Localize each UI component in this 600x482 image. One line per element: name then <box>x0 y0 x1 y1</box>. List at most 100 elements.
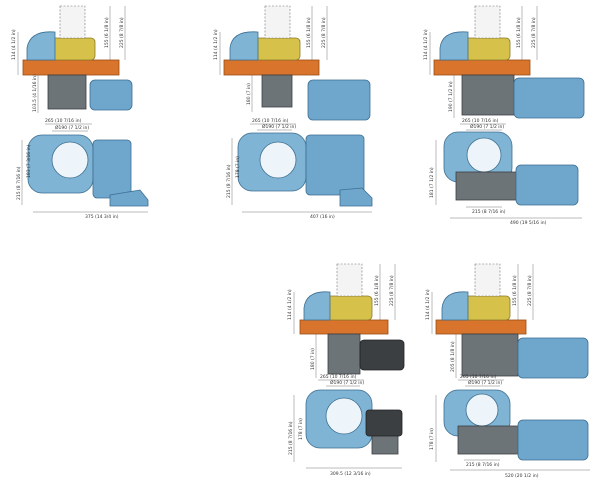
drum-cap <box>59 5 86 39</box>
gypsy-arm <box>303 291 331 321</box>
side-view: 114 (4 1/2 in) 155 (6 1/8 in) 225 (8 7/8… <box>213 5 371 121</box>
gypsy-arm <box>229 31 259 61</box>
dim-top-4: 183 (7 3/16 in) <box>26 144 32 178</box>
drum-cap <box>474 263 501 297</box>
gearbox <box>327 333 361 375</box>
dim-side-4: 180 (7 in) <box>310 348 316 370</box>
motor-foot <box>339 187 373 207</box>
dim-top-3: 215 (8 7/16 in) <box>226 164 232 198</box>
dim-side-2: 155 (6 1/8 in) <box>374 275 380 306</box>
dim-side-4: 205 (8 1/8 in) <box>450 341 456 372</box>
motor <box>513 77 585 119</box>
deck-plate <box>223 59 320 76</box>
dim-side-2: 155 (6 1/8 in) <box>104 17 110 48</box>
dim-top-5: 375 (14 3/4 in) <box>85 214 119 220</box>
windlass-1: 114 (4 1/2 in) 155 (6 1/8 in) 225 (8 7/8… <box>11 5 149 220</box>
top-view: 265 (10 7/16 in) Ø190 (7 1/2 in) 215 (8 … <box>429 374 590 479</box>
motor-top <box>515 164 579 206</box>
drum-cap <box>474 5 501 39</box>
gearbox <box>47 74 87 110</box>
dim-top-1: 265 (10 7/16 in) <box>45 118 82 124</box>
dim-side-3: 225 (8 7/8 in) <box>119 17 125 48</box>
dim-side-2: 155 (6 1/8 in) <box>306 17 312 48</box>
gypsy-arm <box>441 291 469 321</box>
flange-motor <box>359 339 405 371</box>
dim-top-5: 520 (20 1/2 in) <box>505 473 539 479</box>
dim-side-2: 155 (6 1/8 in) <box>516 17 522 48</box>
dim-top-3: 215 (8 7/16 in) <box>16 166 22 200</box>
dim-top-4: 181 (7 1/2 in) <box>429 167 435 198</box>
windlass-3: 114 (4 1/2 in) 155 (6 1/8 in) 225 (8 7/8… <box>423 5 585 226</box>
drum-top <box>259 141 297 179</box>
windlass-2: 114 (4 1/2 in) 155 (6 1/8 in) 225 (8 7/8… <box>213 5 373 220</box>
gearbox <box>261 74 293 108</box>
side-view: 114 (4 1/2 in) 155 (6 1/8 in) 225 (8 7/8… <box>425 263 589 379</box>
gearbox <box>461 74 515 116</box>
drum-top <box>466 137 502 173</box>
dim-side-3: 225 (8 7/8 in) <box>531 17 537 48</box>
dim-side-1: 114 (4 1/2 in) <box>287 289 293 320</box>
dim-top-1: 265 (10 7/16 in) <box>462 118 499 124</box>
dim-top-3: 215 (8 7/16 in) <box>472 209 506 215</box>
motor-foot <box>109 189 149 207</box>
gearbox-top <box>457 425 519 455</box>
dim-side-1: 114 (4 1/2 in) <box>423 29 429 60</box>
dim-top-4: 178 (7 in) <box>298 418 304 440</box>
windlass-5: 114 (4 1/2 in) 155 (6 1/8 in) 225 (8 7/8… <box>425 263 590 479</box>
top-view: 265 (10 7/16 in) Ø190 (7 1/2 in) 215 (8 … <box>16 118 149 220</box>
top-view: 265 (10 7/16 in) Ø190 (7 1/2 in) 215 (8 … <box>429 118 582 226</box>
dim-side-1: 114 (4 1/2 in) <box>11 29 17 60</box>
dim-top-2: Ø190 (7 1/2 in) <box>330 379 364 386</box>
dim-top-2: Ø190 (7 1/2 in) <box>470 123 504 130</box>
deck-plate <box>299 319 389 335</box>
drum-cap <box>336 263 363 297</box>
dim-top-5: 407 (16 in) <box>310 214 335 220</box>
dim-side-3: 225 (8 7/8 in) <box>389 275 395 306</box>
dim-top-4: 178 (7 in) <box>429 428 435 450</box>
motor <box>89 79 133 111</box>
side-view: 114 (4 1/2 in) 155 (6 1/8 in) 225 (8 7/8… <box>423 5 585 119</box>
dim-side-3: 225 (8 7/8 in) <box>527 275 533 306</box>
dim-side-1: 114 (4 1/2 in) <box>425 289 431 320</box>
deck-plate <box>433 59 531 76</box>
drum-cap <box>264 5 291 39</box>
dim-top-5: 309.5 (12 3/16 in) <box>330 471 371 477</box>
motor <box>307 79 371 121</box>
windlass-4: 114 (4 1/2 in) 155 (6 1/8 in) 225 (8 7/8… <box>287 263 405 477</box>
dim-top-2: Ø190 (7 1/2 in) <box>262 123 296 130</box>
dim-top-2: Ø190 (7 1/2 in) <box>468 379 502 386</box>
dim-top-3: 215 (8 7/16 in) <box>466 462 500 468</box>
dim-top-1: 265 (10 7/16 in) <box>252 118 289 124</box>
side-view: 114 (4 1/2 in) 155 (6 1/8 in) 225 (8 7/8… <box>287 263 405 378</box>
motor-top <box>305 134 365 196</box>
gypsy-arm <box>439 31 469 61</box>
dim-side-4: 190 (7 1/2 in) <box>448 81 454 112</box>
drum-top <box>51 141 89 179</box>
motor-top <box>517 419 589 461</box>
dim-side-3: 225 (8 7/8 in) <box>321 17 327 48</box>
dim-top-4: 178 (7 in) <box>235 156 241 178</box>
dim-side-1: 114 (4 1/2 in) <box>213 29 219 60</box>
side-view: 114 (4 1/2 in) 155 (6 1/8 in) 225 (8 7/8… <box>11 5 133 113</box>
top-view: 265 (10 7/16 in) Ø190 (7 1/2 in) 215 (8 … <box>226 118 373 220</box>
deck-plate <box>435 319 527 335</box>
gearbox-top <box>455 171 517 201</box>
gypsy-arm <box>26 31 56 61</box>
drum-top <box>465 393 499 427</box>
deck-plate <box>22 59 120 76</box>
drum-top <box>325 397 363 435</box>
dim-top-3: 215 (8 7/16 in) <box>288 421 294 455</box>
dim-top-1: 265 (10 7/16 in) <box>460 374 497 380</box>
dim-top-2: Ø190 (7 1/2 in) <box>55 124 89 131</box>
dim-side-4: 103.5 (4 1/16 in) <box>32 74 38 112</box>
flange-motor-top <box>365 409 403 437</box>
dim-side-2: 155 (6 1/8 in) <box>512 275 518 306</box>
motor-top <box>92 139 132 199</box>
dim-top-1: 265 (10 7/16 in) <box>320 374 357 380</box>
dim-side-4: 180 (7 in) <box>246 83 252 105</box>
gearbox <box>461 333 519 377</box>
dim-top-5: 490 (19 5/16 in) <box>510 220 547 226</box>
motor <box>517 337 589 379</box>
top-view: 265 (10 7/16 in) Ø190 (7 1/2 in) 215 (8 … <box>288 374 403 477</box>
